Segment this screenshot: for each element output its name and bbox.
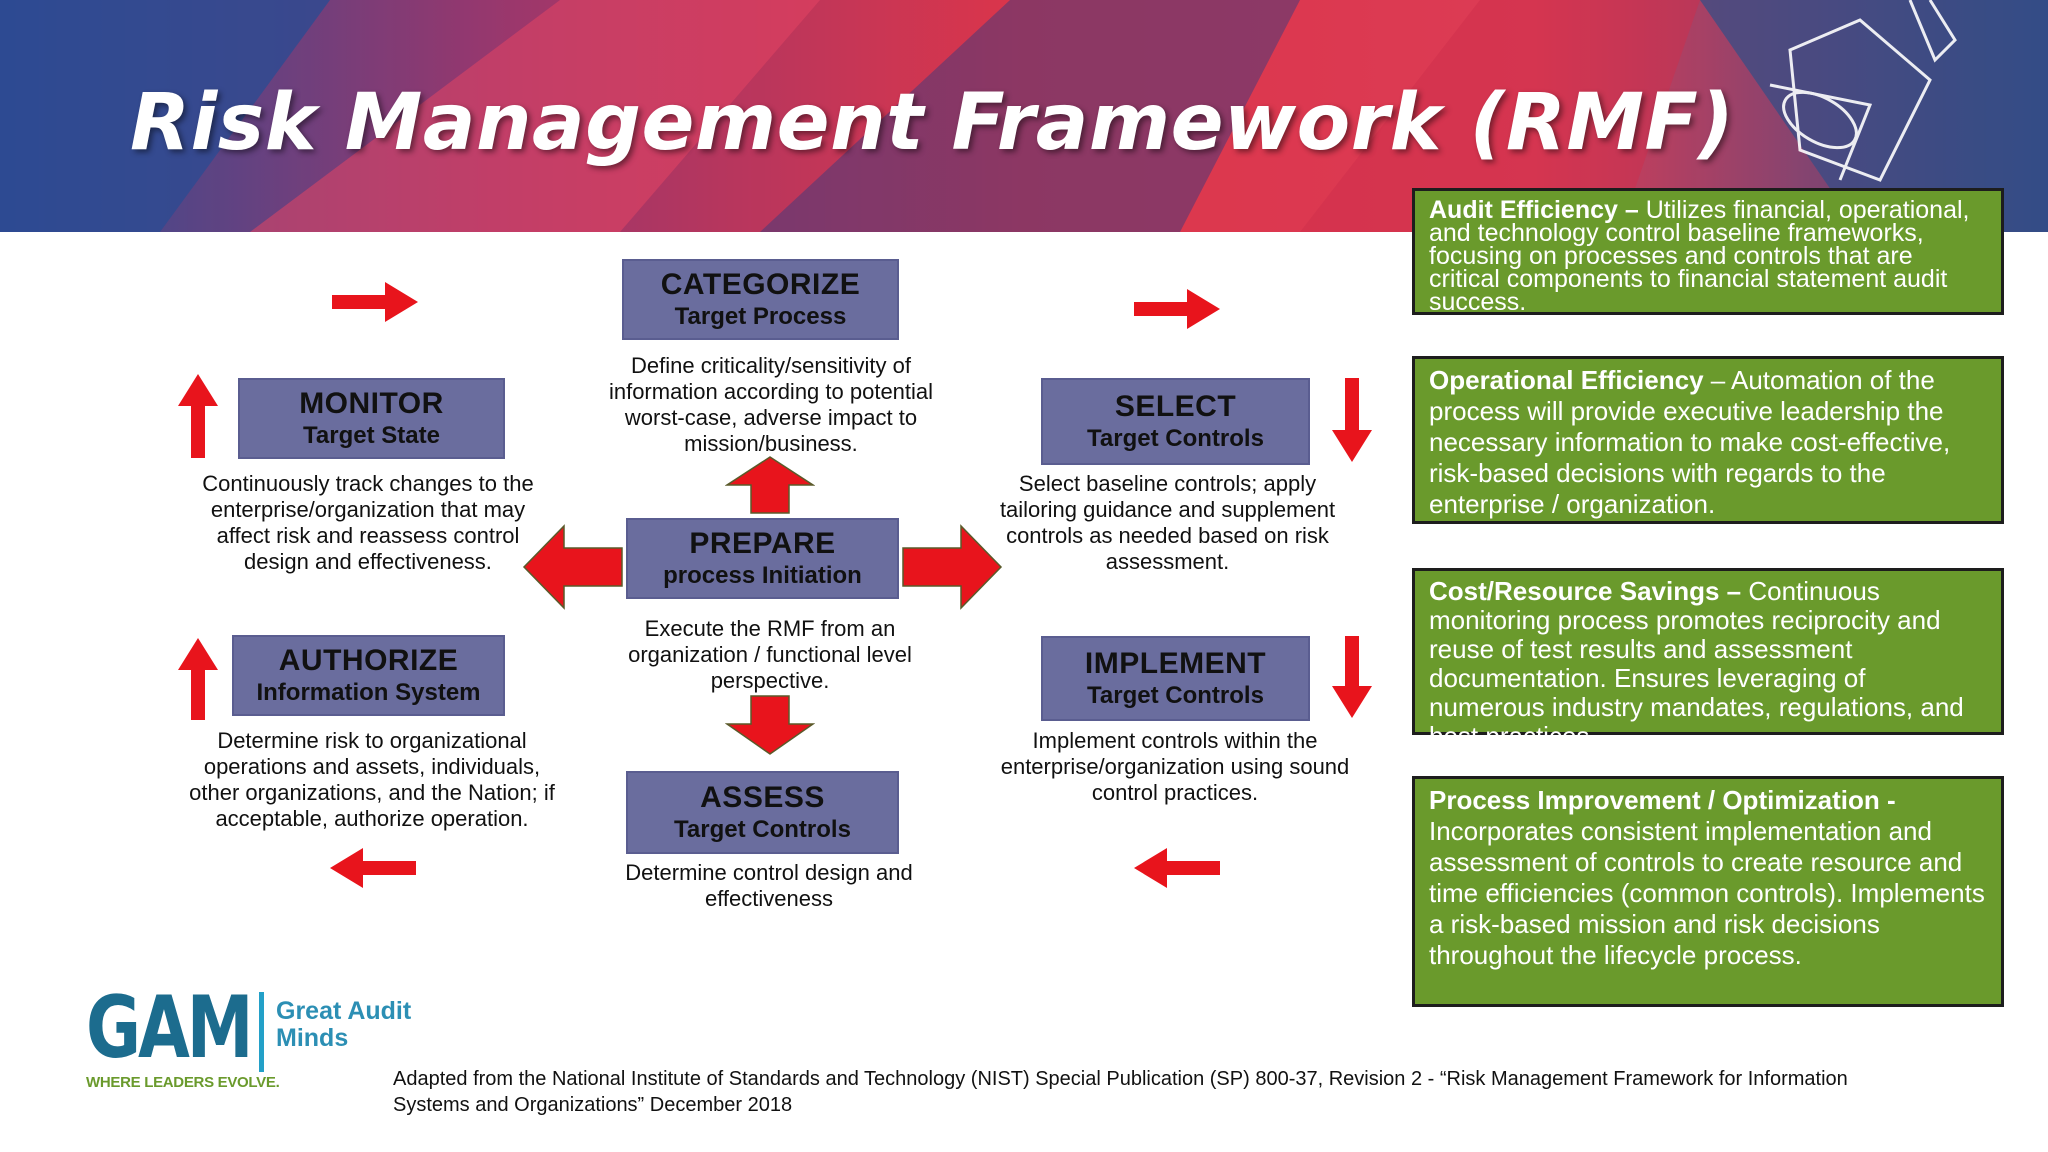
step-implement-title: IMPLEMENT xyxy=(1084,646,1267,680)
decorative-outline-icon xyxy=(1769,0,1957,182)
header-banner: Risk Management Framework (RMF) xyxy=(0,0,2048,232)
arrow-right-icon xyxy=(332,282,418,322)
step-categorize-description: Define criticality/sensitivity of inform… xyxy=(608,353,934,456)
benefit-cost-resource-savings: Cost/Resource Savings – Continuous monit… xyxy=(1412,568,2004,751)
step-select: SELECT Target Controls xyxy=(1041,378,1310,465)
block-arrow-up-icon xyxy=(725,456,815,514)
arrow-up-icon xyxy=(178,638,218,720)
step-implement-description: Implement controls within the enterprise… xyxy=(1000,728,1350,805)
step-implement: IMPLEMENT Target Controls xyxy=(1041,636,1310,721)
benefit-body: – Automation of the process will provide… xyxy=(1429,365,1951,519)
benefit-heading: Cost/Resource Savings – xyxy=(1429,576,1742,606)
block-arrow-down-icon xyxy=(725,695,815,755)
benefit-heading: Process Improvement / Optimization - xyxy=(1429,785,1896,815)
step-assess-title: ASSESS xyxy=(700,780,825,814)
benefit-operational-efficiency: Operational Efficiency – Automation of t… xyxy=(1412,356,2004,524)
step-assess-subtitle: Target Controls xyxy=(674,815,851,843)
step-prepare-subtitle: process Initiation xyxy=(663,561,862,589)
step-authorize-subtitle: Information System xyxy=(256,678,481,706)
benefit-audit-efficiency: Audit Efficiency – Utilizes financial, o… xyxy=(1412,188,2004,315)
arrow-down-icon xyxy=(1332,636,1372,718)
step-authorize-title: AUTHORIZE xyxy=(278,643,459,677)
benefit-body: Utilizes financial, operational, and tec… xyxy=(1429,196,1970,316)
block-arrow-right-icon xyxy=(902,524,1003,610)
step-monitor-subtitle: Target State xyxy=(303,421,440,449)
benefit-body: Incorporates consistent implementation a… xyxy=(1429,816,1985,970)
step-prepare-title: PREPARE xyxy=(689,526,836,560)
step-assess: ASSESS Target Controls xyxy=(626,771,899,854)
step-prepare: PREPARE process Initiation xyxy=(626,518,899,599)
step-authorize: AUTHORIZE Information System xyxy=(232,635,505,716)
step-select-description: Select baseline controls; apply tailorin… xyxy=(999,471,1336,574)
step-select-title: SELECT xyxy=(1114,389,1237,423)
arrow-down-icon xyxy=(1332,378,1372,462)
arrow-up-icon xyxy=(178,374,218,458)
benefit-heading: Operational Efficiency xyxy=(1429,365,1704,395)
step-monitor-title: MONITOR xyxy=(299,386,444,420)
step-prepare-description: Execute the RMF from an organization / f… xyxy=(628,616,912,693)
arrow-left-icon xyxy=(330,848,416,888)
logo-mark: GAM xyxy=(86,978,253,1078)
source-citation: Adapted from the National Institute of S… xyxy=(393,1068,1848,1116)
page-title: Risk Management Framework (RMF) xyxy=(130,78,1735,168)
step-categorize-title: CATEGORIZE xyxy=(660,267,861,301)
step-categorize-subtitle: Target Process xyxy=(674,302,847,330)
logo-divider xyxy=(259,992,264,1072)
step-authorize-description: Determine risk to organizational operati… xyxy=(189,728,555,831)
benefit-process-improvement: Process Improvement / Optimization - Inc… xyxy=(1412,776,2004,1007)
step-implement-subtitle: Target Controls xyxy=(1087,681,1264,709)
benefit-heading: Audit Efficiency – xyxy=(1429,196,1639,224)
benefit-body: Continuous monitoring process promotes r… xyxy=(1429,576,1964,751)
banner-background xyxy=(0,0,2048,232)
arrow-left-icon xyxy=(1134,848,1220,888)
step-monitor-description: Continuously track changes to the enterp… xyxy=(202,471,534,574)
step-monitor: MONITOR Target State xyxy=(238,378,505,459)
step-select-subtitle: Target Controls xyxy=(1087,424,1264,452)
logo-tagline: WHERE LEADERS EVOLVE. xyxy=(86,1074,280,1091)
logo-name: Great Audit Minds xyxy=(276,997,412,1052)
step-assess-description: Determine control design and effectivene… xyxy=(625,860,913,911)
step-categorize: CATEGORIZE Target Process xyxy=(622,259,899,340)
block-arrow-left-icon xyxy=(522,524,623,610)
arrow-right-icon xyxy=(1134,289,1220,329)
